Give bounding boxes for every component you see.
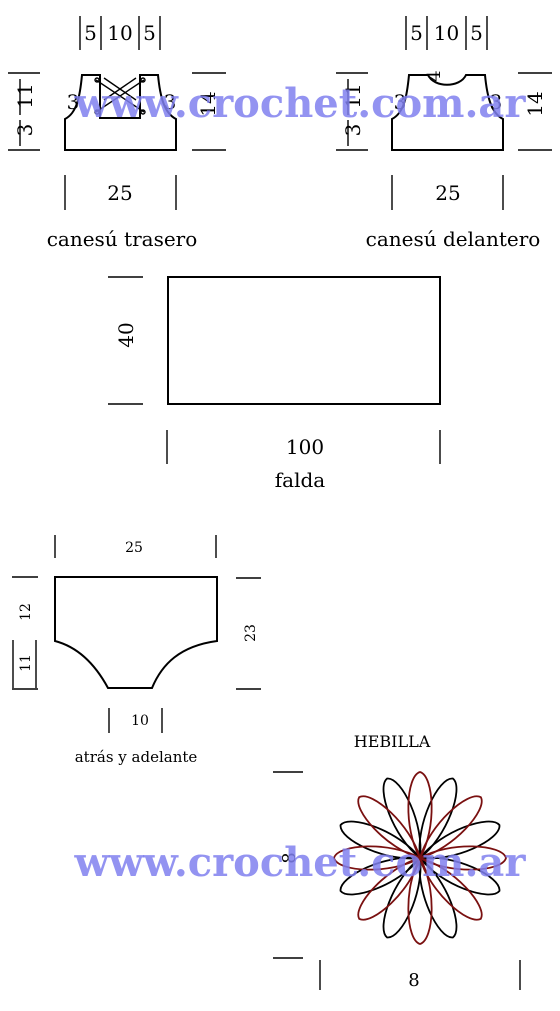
- hebilla-group: HEBILLA 8 8: [273, 732, 521, 991]
- petal: [418, 777, 458, 860]
- hebilla-label: HEBILLA: [354, 732, 431, 751]
- atras-adelante-label: atrás y adelante: [75, 748, 198, 766]
- watermark-top: www.crochet.com.ar: [74, 80, 527, 127]
- petals-dark: [339, 777, 501, 939]
- top-dim-center: 10: [434, 21, 459, 45]
- bottom-dim: 25: [107, 181, 132, 205]
- right-dim: 14: [523, 91, 547, 116]
- flower-buckle-icon: [333, 771, 507, 945]
- petal: [418, 856, 483, 921]
- canesu-trasero-label: canesú trasero: [47, 227, 198, 251]
- petal: [382, 856, 422, 939]
- inner-dim-left: 3: [394, 90, 407, 114]
- petal: [382, 777, 422, 860]
- falda-width-dim: 100: [286, 435, 324, 459]
- petal: [418, 845, 507, 871]
- petal: [339, 820, 422, 860]
- petal: [418, 856, 501, 896]
- inner-dim-right: 3: [490, 90, 503, 114]
- inner-dim-left: 3: [67, 90, 80, 114]
- top-dim-center: 10: [107, 21, 132, 45]
- hebilla-width-dim: 8: [408, 970, 419, 991]
- buttonhole-icon: [140, 109, 146, 115]
- left-dim-lower: 11: [18, 654, 34, 672]
- atras-adelante-group: 25 12 11 23 10 atrás y adelante: [12, 535, 261, 766]
- left-dim-upper: 11: [13, 83, 37, 108]
- inner-dim-right: 3: [164, 90, 177, 114]
- petal: [418, 795, 483, 860]
- left-dim-lower: 3: [341, 124, 365, 137]
- atras-adelante-shape: [54, 576, 218, 689]
- bottom-dim: 25: [435, 181, 460, 205]
- watermark-bottom: www.crochet.com.ar: [74, 839, 527, 886]
- buttonhole-icon: [94, 77, 100, 83]
- petal: [407, 856, 433, 945]
- canesu-trasero-group: 5 10 5 11 3 14 3 3 25 canesú trasero: [8, 16, 226, 251]
- buttonhole-icon: [140, 77, 146, 83]
- petals-red: [333, 771, 507, 945]
- hebilla-height-dim: 8: [279, 852, 300, 863]
- canesu-delantero-shape: [391, 74, 504, 151]
- bottom-dim: 10: [131, 713, 149, 729]
- petal: [357, 856, 422, 921]
- top-dim-left: 5: [410, 21, 423, 45]
- petal: [418, 820, 501, 860]
- petal: [418, 856, 458, 939]
- top-dim-right: 5: [470, 21, 483, 45]
- falda-shape: [167, 276, 441, 405]
- canesu-delantero-label: canesú delantero: [366, 227, 541, 251]
- right-dim: 14: [196, 91, 220, 116]
- canesu-delantero-group: 5 10 5 11 3 14 4 3 3 25 canesú delantero: [336, 16, 552, 251]
- canesu-trasero-shape: [64, 74, 177, 151]
- left-dim-upper: 12: [18, 603, 34, 621]
- neck-dim: 4: [424, 70, 445, 81]
- top-dim: 25: [125, 540, 143, 556]
- petal: [407, 771, 433, 860]
- left-dim-upper: 11: [341, 83, 365, 108]
- falda-height-dim: 40: [114, 322, 138, 347]
- petal: [333, 845, 422, 871]
- top-dim-left: 5: [84, 21, 97, 45]
- left-dim-lower: 3: [13, 124, 37, 137]
- falda-group: 40 100 falda: [108, 276, 441, 492]
- petal: [339, 856, 422, 896]
- buttonhole-icon: [94, 109, 100, 115]
- lacing-cross: [95, 77, 145, 113]
- petal: [357, 795, 422, 860]
- top-dim-right: 5: [143, 21, 156, 45]
- falda-label: falda: [275, 468, 326, 492]
- right-dim: 23: [243, 624, 259, 642]
